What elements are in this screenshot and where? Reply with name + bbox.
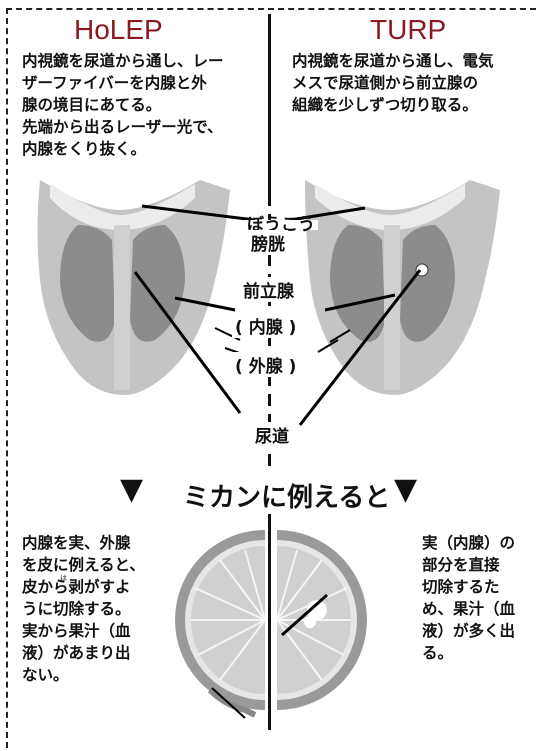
turp-orange-illustration (276, 530, 367, 710)
label-outer-gland: ( 外腺 ) (232, 352, 300, 377)
dashed-border-left (6, 8, 8, 748)
holep-desc-line: 先端から出るレーザー光で、 (22, 118, 223, 136)
turp-desc-line: 内視鏡を尿道から通し、電気 (292, 52, 494, 70)
peel-ruby: は (60, 574, 68, 582)
center-divider-top (268, 14, 271, 194)
holep-desc-line: 腺の境目にあてる。 (22, 96, 162, 114)
right-triangle-icon: ▼ (394, 472, 418, 507)
holep-prostate-illustration (37, 180, 230, 395)
label-bladder: 膀胱 (248, 230, 288, 255)
holep-analogy-line: ない。 (22, 666, 69, 684)
holep-analogy: 内腺を実、外腺 を皮に例えると、 は 皮から剥がすよ うに切除する。 実から果汁… (22, 532, 162, 686)
turp-prostate-illustration (305, 180, 500, 395)
turp-title: TURP (370, 14, 447, 45)
holep-desc-line: 内視鏡を尿道から通し、レー (22, 52, 224, 70)
holep-analogy-line: 実から果汁（血 (22, 622, 131, 640)
holep-analogy-line: 皮から剥がすよ (22, 578, 131, 596)
center-divider-bottom (268, 480, 271, 730)
bladder-ruby: ぼうこう (244, 217, 318, 234)
holep-analogy-line: 液）があまり出 (22, 644, 131, 662)
holep-analogy-line: うに切除する。 (22, 600, 131, 618)
label-prostate: 前立腺 (240, 277, 297, 302)
holep-title: HoLEP (74, 14, 163, 45)
label-inner-gland: ( 内腺 ) (232, 313, 300, 338)
turp-description: 内視鏡を尿道から通し、電気 メスで尿道側から前立腺の 組織を少しずつ切り取る。 (292, 50, 532, 116)
prostate-diagram (37, 180, 500, 426)
holep-analogy-line-ruby-row: は 皮から剥がすよ (22, 574, 162, 598)
holep-analogy-line: 内腺を実、外腺 (22, 534, 131, 552)
turp-analogy-line: め、果汁（血 (422, 600, 516, 618)
dashed-border-top (6, 8, 536, 10)
turp-analogy: 実（内腺）の 部分を直接 切除するた め、果汁（血 液）が多く出 る。 (422, 532, 532, 664)
turp-desc-line: 組織を少しずつ切り取る。 (292, 96, 478, 114)
turp-analogy-line: 切除するた (422, 578, 500, 596)
turp-analogy-line: 部分を直接 (422, 556, 500, 574)
turp-desc-line: メスで尿道側から前立腺の (292, 74, 479, 92)
holep-analogy-line: を皮に例えると、 (22, 556, 145, 574)
analogy-heading: ミカンに例えると (177, 477, 397, 514)
turp-analogy-line: 実（内腺）の (422, 534, 516, 552)
turp-analogy-line: 液）が多く出 (422, 622, 516, 640)
holep-description: 内視鏡を尿道から通し、レー ザーファイバーを内腺と外 腺の境目にあてる。 先端か… (22, 50, 267, 160)
holep-desc-line: ザーファイバーを内腺と外 (22, 74, 207, 92)
label-urethra: 尿道 (252, 422, 292, 447)
holep-orange-illustration (175, 530, 266, 719)
turp-analogy-line: る。 (422, 644, 454, 662)
left-triangle-icon: ▼ (120, 472, 144, 507)
holep-desc-line: 内腺をくり抜く。 (22, 140, 147, 158)
